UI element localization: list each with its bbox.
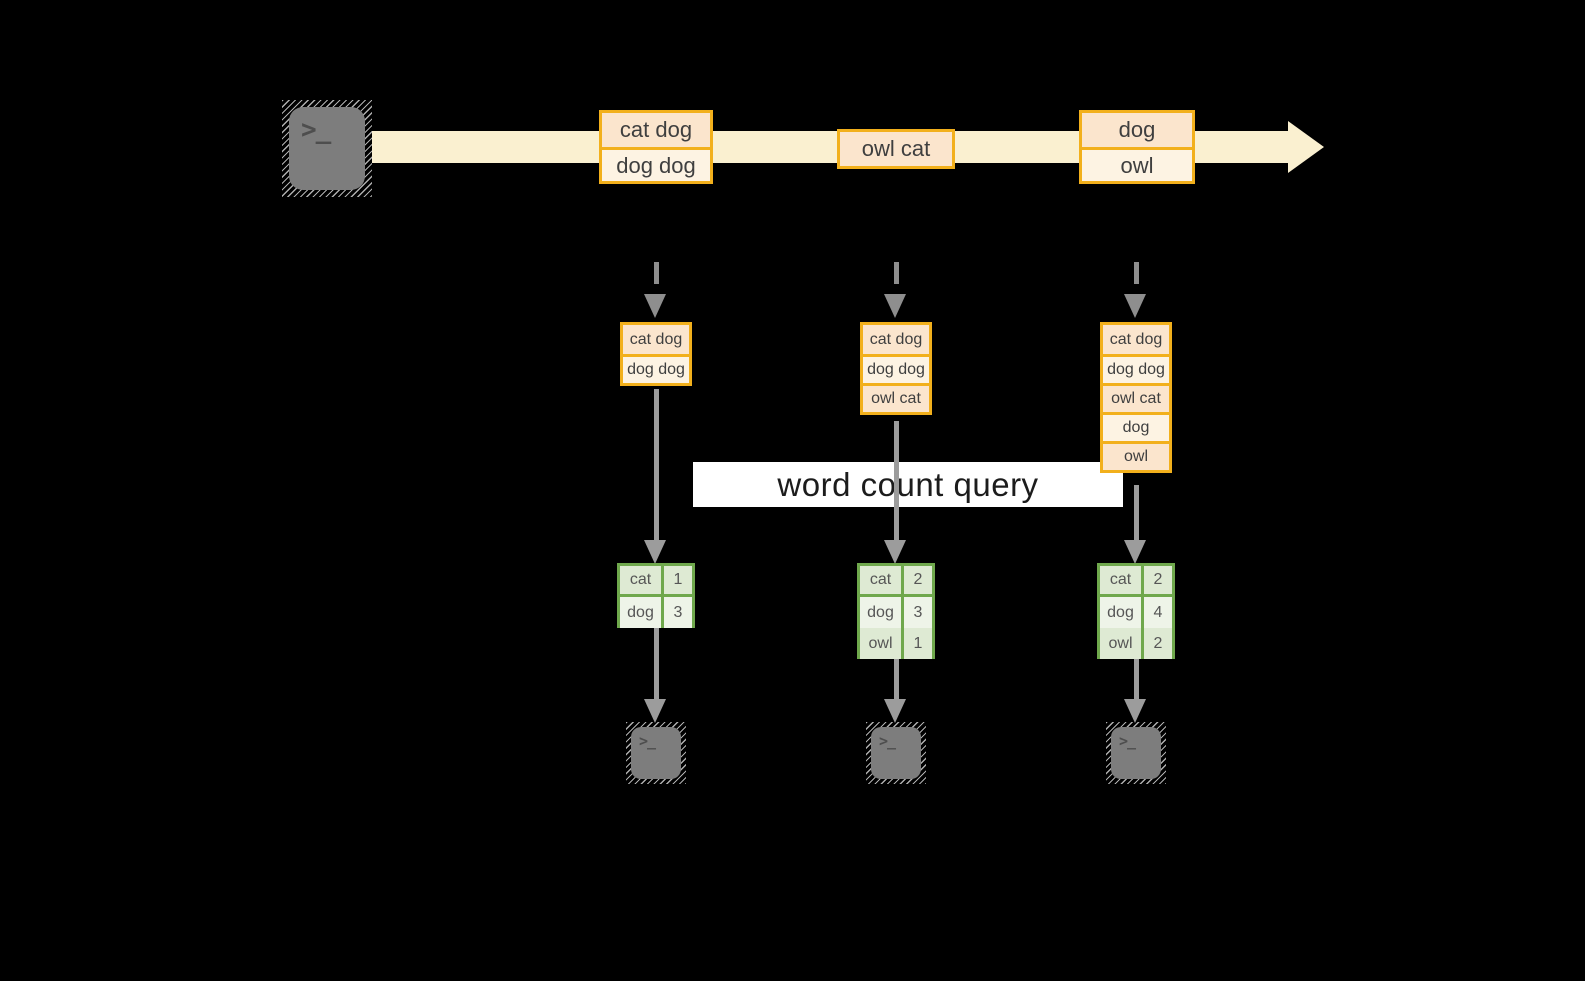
dashed-connector: [654, 262, 659, 284]
count-value: 3: [904, 597, 932, 628]
stream-arrowhead-icon: [1288, 121, 1324, 173]
stream-event: dog dog: [602, 147, 710, 181]
connector-line: [654, 389, 659, 541]
count-word: owl: [1100, 628, 1144, 659]
terminal-body: >_: [631, 727, 681, 779]
stream-event: cat dog: [602, 113, 710, 147]
buffered-event: owl cat: [1103, 383, 1169, 412]
count-table-1: cat 1 dog 3: [617, 563, 695, 628]
arrowhead-down-icon: [884, 294, 906, 318]
count-word: cat: [620, 566, 664, 594]
dashed-connector: [1134, 262, 1139, 284]
count-table-2: cat 2 dog 3 owl 1: [857, 563, 935, 659]
query-banner-label: word count query: [777, 465, 1039, 503]
count-value: 3: [664, 597, 692, 628]
connector-line: [1134, 485, 1139, 541]
terminal-prompt-icon: >_: [301, 115, 331, 145]
stream-event: dog: [1082, 113, 1192, 147]
buffered-event: owl: [1103, 441, 1169, 470]
count-value: 2: [1144, 566, 1172, 594]
count-table-3: cat 2 dog 4 owl 2: [1097, 563, 1175, 659]
buffered-event: cat dog: [623, 325, 689, 354]
arrowhead-down-icon: [644, 294, 666, 318]
buffered-event: owl cat: [863, 383, 929, 412]
connector-line: [894, 659, 899, 700]
dashed-connector: [894, 262, 899, 284]
count-value: 2: [1144, 628, 1172, 659]
buffered-event: dog dog: [863, 354, 929, 383]
buffer-stack-3: cat dog dog dog owl cat dog owl: [1100, 322, 1172, 473]
terminal-body: >_: [1111, 727, 1161, 779]
terminal-prompt-icon: >_: [1119, 732, 1136, 750]
count-word: dog: [620, 597, 664, 628]
stream-event-group-1: cat dog dog dog: [599, 110, 713, 184]
count-word: owl: [860, 628, 904, 659]
count-row: owl 2: [1100, 625, 1172, 659]
buffered-event: dog dog: [1103, 354, 1169, 383]
arrowhead-down-icon: [1124, 540, 1146, 564]
connector-line: [894, 421, 899, 541]
source-terminal-icon: >_: [282, 100, 372, 197]
connector-line: [654, 628, 659, 700]
sink-terminal-icon: >_: [866, 722, 926, 784]
query-banner: word count query: [693, 462, 1123, 507]
buffered-event: cat dog: [863, 325, 929, 354]
arrowhead-down-icon: [644, 540, 666, 564]
terminal-prompt-icon: >_: [639, 732, 656, 750]
count-row: cat 1: [620, 566, 692, 594]
terminal-body: >_: [289, 107, 365, 190]
count-row: cat 2: [1100, 566, 1172, 594]
count-value: 1: [904, 628, 932, 659]
count-row: owl 1: [860, 625, 932, 659]
buffered-event: dog: [1103, 412, 1169, 441]
sink-terminal-icon: >_: [1106, 722, 1166, 784]
sink-terminal-icon: >_: [626, 722, 686, 784]
count-row: cat 2: [860, 566, 932, 594]
count-row: dog 3: [860, 594, 932, 628]
arrowhead-down-icon: [1124, 699, 1146, 723]
count-word: dog: [860, 597, 904, 628]
buffer-stack-1: cat dog dog dog: [620, 322, 692, 386]
arrowhead-down-icon: [1124, 294, 1146, 318]
arrowhead-down-icon: [644, 699, 666, 723]
count-word: cat: [1100, 566, 1144, 594]
buffered-event: dog dog: [623, 354, 689, 383]
arrowhead-down-icon: [884, 540, 906, 564]
stream-event-group-3: dog owl: [1079, 110, 1195, 184]
buffered-event: cat dog: [1103, 325, 1169, 354]
count-word: dog: [1100, 597, 1144, 628]
count-value: 4: [1144, 597, 1172, 628]
count-word: cat: [860, 566, 904, 594]
count-row: dog 4: [1100, 594, 1172, 628]
terminal-body: >_: [871, 727, 921, 779]
arrowhead-down-icon: [884, 699, 906, 723]
count-value: 1: [664, 566, 692, 594]
stream-event: owl cat: [840, 132, 952, 166]
count-row: dog 3: [620, 594, 692, 628]
terminal-prompt-icon: >_: [879, 732, 896, 750]
stream-event: owl: [1082, 147, 1192, 181]
buffer-stack-2: cat dog dog dog owl cat: [860, 322, 932, 415]
stream-event-group-2: owl cat: [837, 129, 955, 169]
connector-line: [1134, 659, 1139, 700]
count-value: 2: [904, 566, 932, 594]
